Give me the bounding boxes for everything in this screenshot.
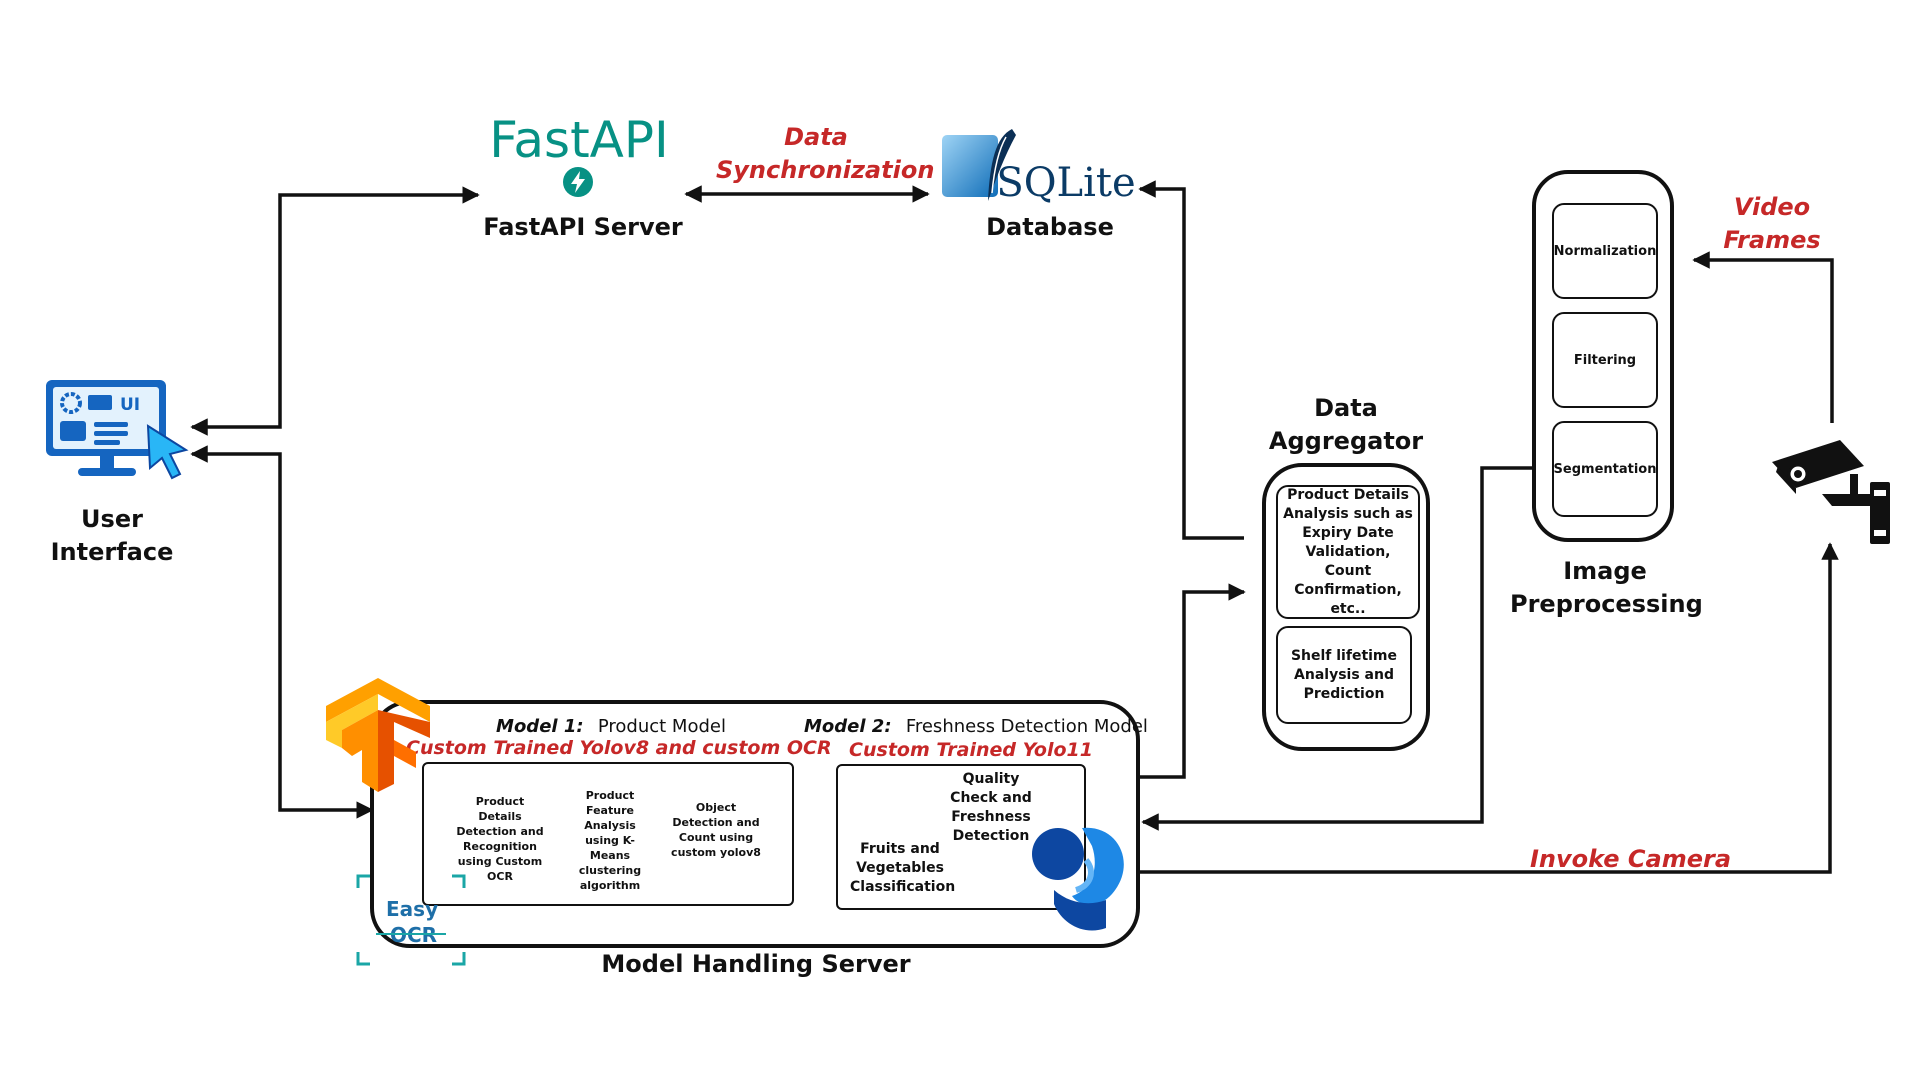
- preprocessing-segmentation: Segmentation: [1552, 421, 1658, 517]
- camera-preprocessing-connector: [1692, 251, 1834, 423]
- data-sync-label-line1: Data: [784, 123, 848, 151]
- database-label: Database: [986, 213, 1114, 241]
- image-preprocessing-title-line2: Preprocessing: [1510, 590, 1703, 618]
- model2-header: Model 2: Freshness Detection Model: [804, 716, 1148, 738]
- model2-item-classification: Fruits and Vegetables Classification: [850, 841, 956, 895]
- cctv-camera-icon: [1772, 440, 1890, 544]
- fastapi-logo-text: FastAPI: [489, 111, 669, 169]
- model-aggregator-connector: [1140, 583, 1246, 779]
- fastapi-server-label: FastAPI Server: [483, 213, 683, 241]
- sqlite-feather-icon: [942, 129, 1016, 201]
- model2-item-quality: Quality Check and Freshness Detection: [950, 771, 1032, 844]
- user-interface-label-line1: User: [81, 505, 143, 533]
- user-interface-label-line2: Interface: [50, 538, 174, 566]
- image-preprocessing-title-line1: Image: [1563, 557, 1647, 585]
- model1-item-yolov8: Object Detection and Count using custom …: [671, 801, 761, 859]
- model1-name: Product Model: [597, 716, 726, 737]
- model1-header: Model 1: Product Model: [416, 716, 806, 738]
- sqlite-logo-text: SQLite: [996, 160, 1136, 206]
- ui-monitor-icon: UI: [46, 380, 189, 480]
- aggregator-shelf-lifetime: Shelf lifetime Analysis and Prediction: [1276, 626, 1412, 724]
- model-handling-server-label: Model Handling Server: [601, 950, 911, 978]
- aggregator-product-details: Product Details Analysis such as Expiry …: [1276, 485, 1420, 619]
- data-aggregator-title-line1: Data: [1314, 394, 1378, 422]
- data-sync-label-line2: Synchronization: [716, 156, 935, 184]
- preprocessing-filtering: Filtering: [1552, 312, 1658, 408]
- yolo-logo-icon: [1032, 827, 1124, 931]
- model1-box: [422, 762, 794, 906]
- easyocr-logo-icon: Easy OCR: [356, 874, 466, 966]
- aggregator-db-connector: [1138, 180, 1244, 540]
- svg-text:UI: UI: [120, 395, 140, 415]
- model1-item-kmeans: Product Feature Analysis using K-Means c…: [578, 789, 642, 892]
- model1-subtitle: Custom Trained Yolov8 and custom OCR: [406, 737, 832, 759]
- preprocessing-normalization: Normalization: [1552, 203, 1658, 299]
- model-handling-server-box: [370, 700, 1140, 948]
- model2-subtitle: Custom Trained Yolo11: [849, 739, 1093, 761]
- fastapi-bolt-icon: [563, 167, 593, 197]
- model1-prefix: Model 1:: [496, 716, 584, 737]
- data-aggregator-title-line2: Aggregator: [1268, 427, 1424, 455]
- video-frames-label-line1: Video: [1733, 193, 1811, 221]
- tensorflow-logo-icon: [326, 678, 430, 792]
- svg-text:Easy: Easy: [386, 897, 438, 921]
- invoke-camera-connector: [1140, 542, 1839, 874]
- model2-prefix: Model 2:: [804, 716, 892, 737]
- invoke-camera-label: Invoke Camera: [1530, 845, 1732, 873]
- video-frames-label-line2: Frames: [1723, 226, 1821, 254]
- model1-item-ocr: Product Details Detection and Recognitio…: [456, 795, 544, 883]
- model2-box: [836, 764, 1086, 910]
- ui-fastapi-connector: [190, 186, 480, 436]
- preprocessing-model-connector: [1141, 466, 1532, 831]
- model2-name: Freshness Detection Model: [905, 716, 1148, 737]
- ui-model-connector: [190, 445, 374, 819]
